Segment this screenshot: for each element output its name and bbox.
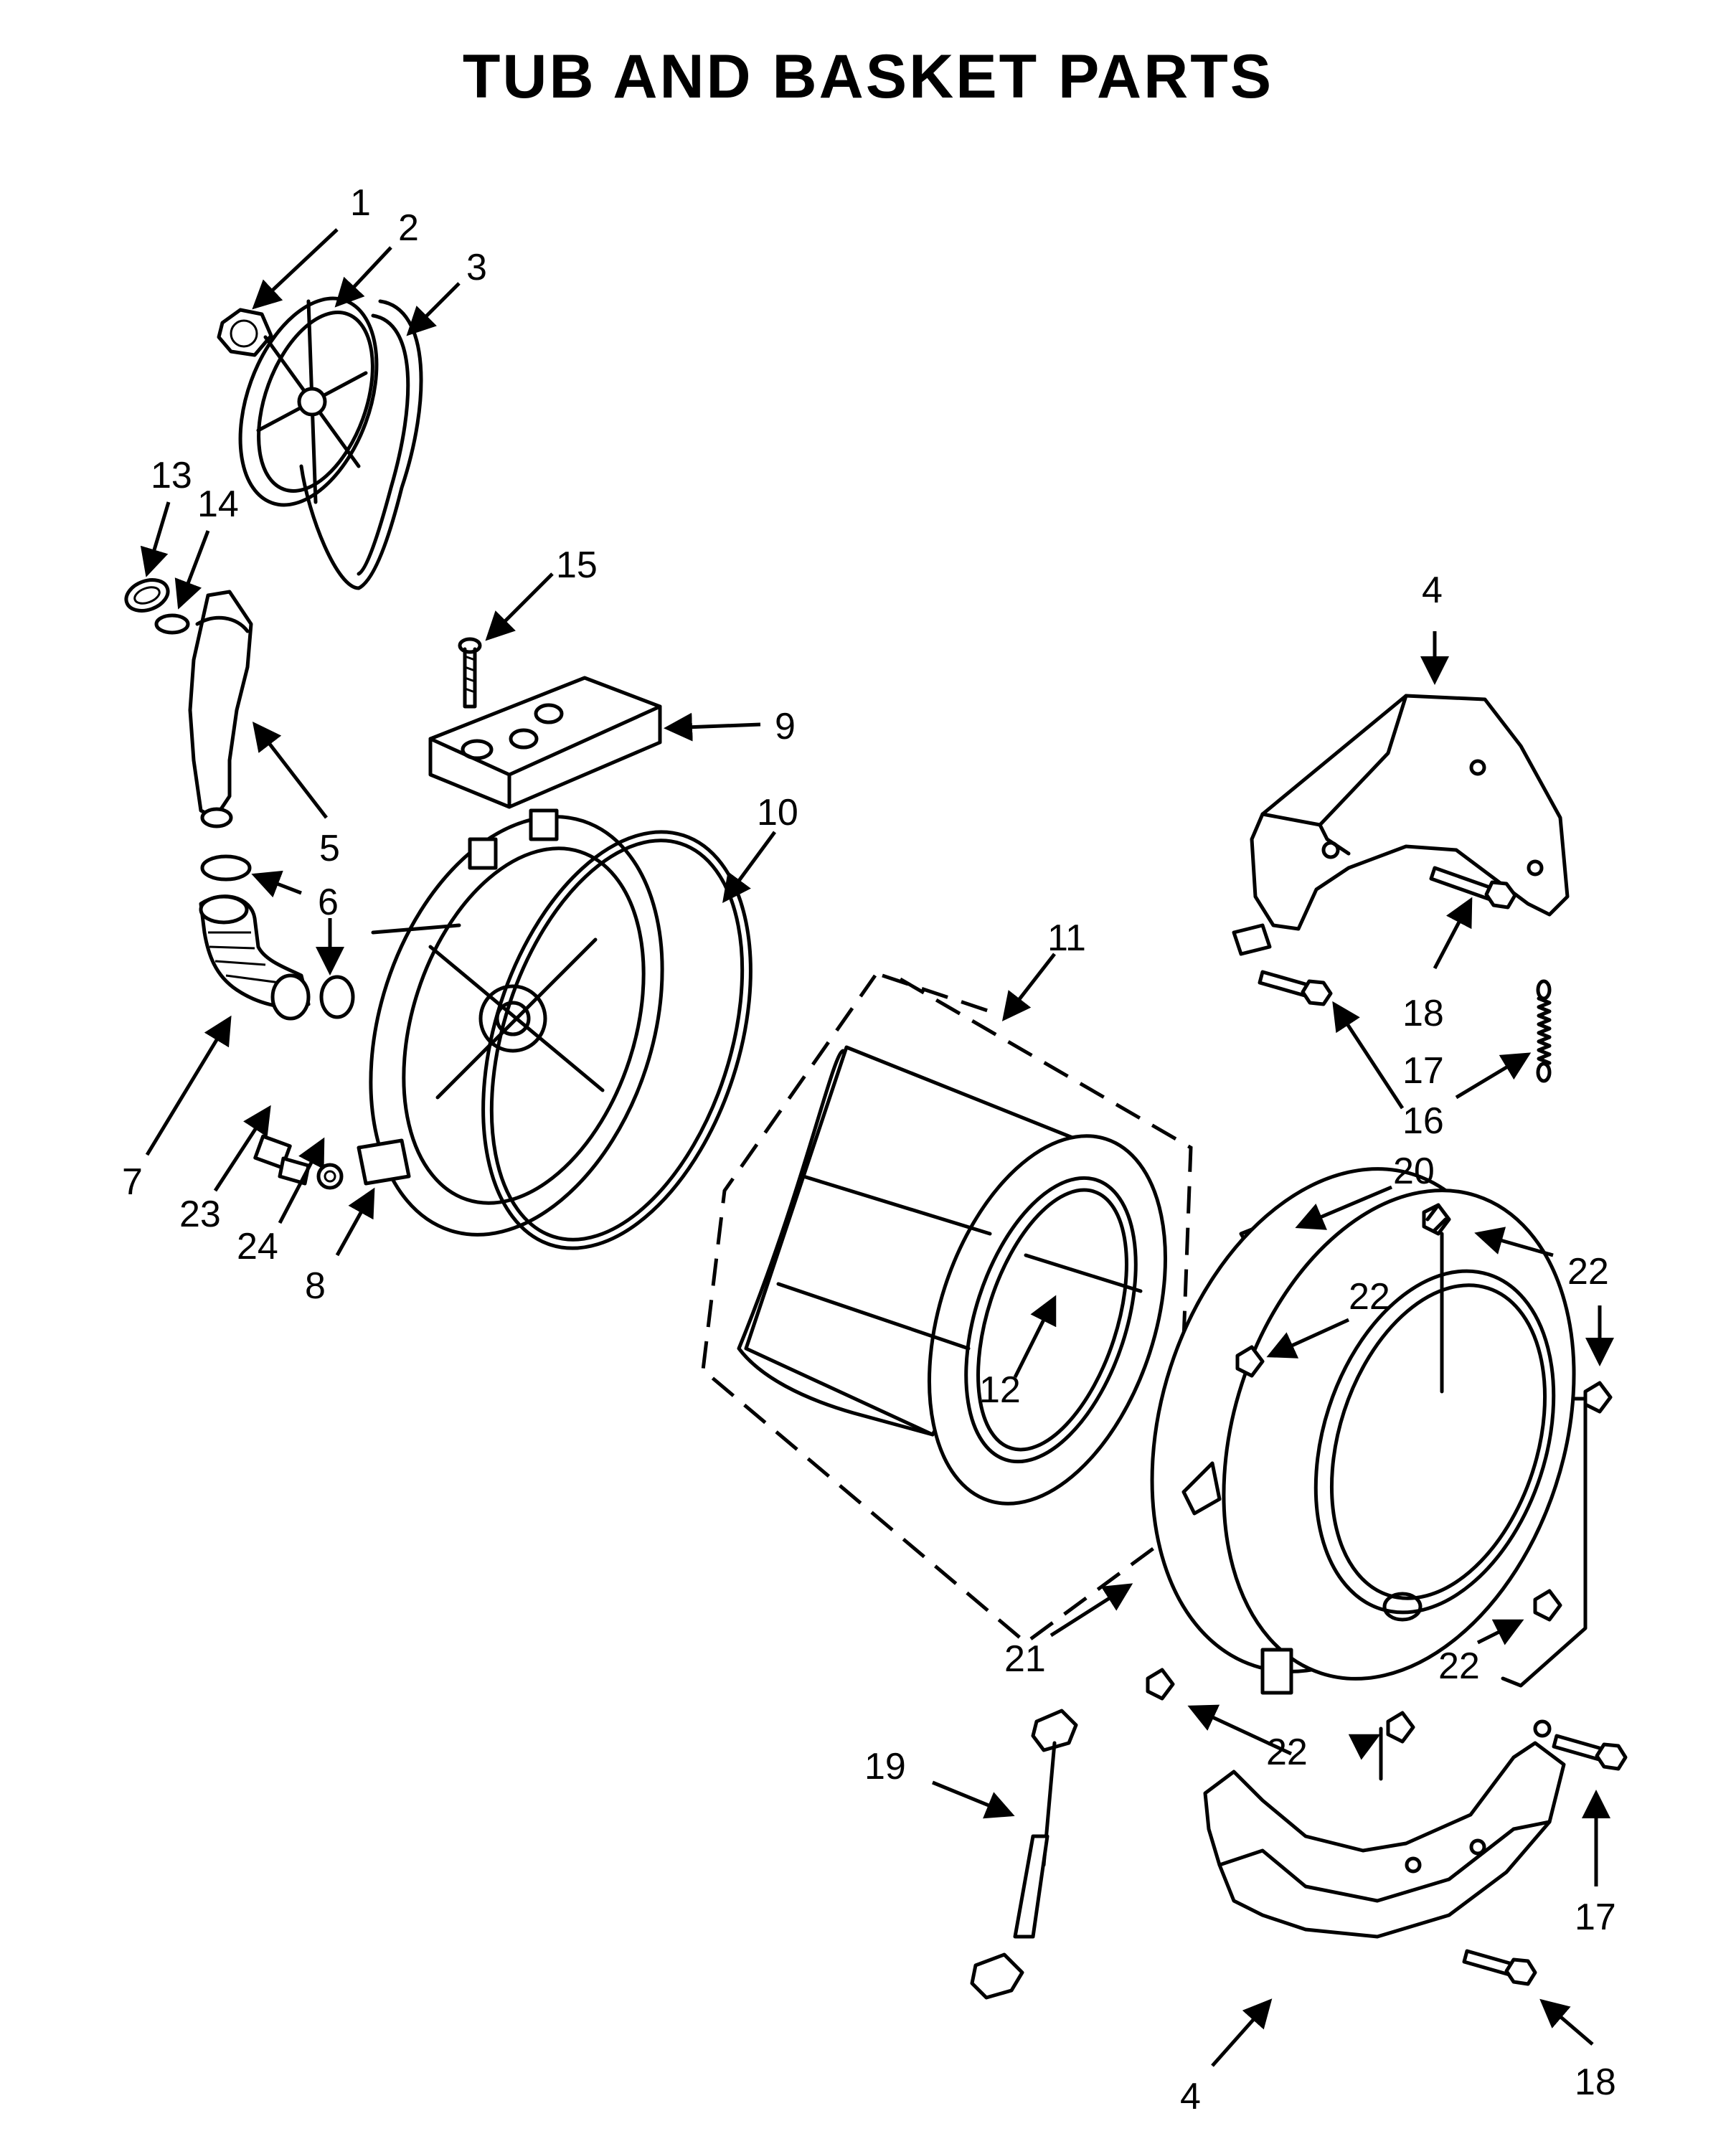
mount-part-22a: [1422, 1203, 1451, 1236]
callout-13: 13: [151, 455, 192, 496]
callout-15: 15: [556, 544, 598, 586]
callout-8: 8: [305, 1265, 326, 1307]
callout-1: 1: [350, 182, 371, 224]
rear-tub-part: [357, 808, 664, 1237]
callout-12: 12: [979, 1369, 1021, 1411]
tub-seal-part: [481, 830, 753, 1250]
callout-18-upper: 18: [1402, 993, 1444, 1034]
callout-labels: 1 2 3 4 4 5 6 7 8 9 10 11 12 13 14 15 16…: [122, 182, 1616, 2117]
counterweight-upper-part: [1232, 694, 1570, 956]
bolt-part-18b: [1462, 1949, 1537, 1986]
callout-22-a: 22: [1349, 1276, 1390, 1318]
callout-2: 2: [398, 207, 419, 249]
callout-19: 19: [864, 1746, 906, 1787]
drive-belt-part: [299, 299, 423, 590]
callout-21: 21: [1004, 1638, 1046, 1680]
callout-16: 16: [1402, 1100, 1444, 1142]
callout-22-b: 22: [1567, 1251, 1609, 1293]
diagram-title: TUB AND BASKET PARTS: [462, 42, 1274, 111]
counterweight-lower-part: [1203, 1719, 1566, 1939]
front-tub-part: [1150, 1167, 1576, 1695]
callout-18-lower: 18: [1575, 2061, 1616, 2103]
callout-20: 20: [1393, 1151, 1435, 1192]
hose-duct-part: [188, 590, 253, 828]
leader-lines: [140, 228, 1614, 2067]
drain-plug-part: [253, 1134, 311, 1186]
damper-part: [970, 1709, 1078, 2000]
o-ring-part: [154, 613, 190, 635]
bolt-part-17a: [1258, 970, 1333, 1006]
callout-9: 9: [775, 706, 796, 747]
mount-part-22b: [1235, 1345, 1265, 1378]
hose-clamp-part: [200, 854, 355, 1019]
callout-7: 7: [122, 1161, 143, 1203]
callout-24: 24: [237, 1226, 278, 1267]
bolt-part-17b: [1552, 1734, 1628, 1771]
callout-22-d: 22: [1266, 1732, 1308, 1773]
callout-10: 10: [757, 792, 798, 833]
spring-part: [1536, 979, 1552, 1083]
callout-5: 5: [319, 828, 340, 869]
callout-17-lower: 17: [1575, 1896, 1616, 1938]
mount-part-22c: [1583, 1381, 1613, 1414]
callout-14: 14: [197, 483, 239, 525]
mount-part-22d: [1533, 1589, 1562, 1622]
mount-part-22e: [1146, 1668, 1415, 1744]
callout-23: 23: [179, 1194, 221, 1235]
callout-4-lower: 4: [1180, 2076, 1201, 2117]
screw-part-15: [458, 637, 482, 709]
bracket-part: [428, 676, 662, 809]
clamp-part: [124, 578, 170, 613]
callout-4-upper: 4: [1422, 570, 1443, 611]
drain-hose-part: [199, 894, 311, 1021]
hex-nut-part: [217, 308, 273, 357]
basket-part: [701, 973, 1193, 1645]
bolt-part-18a: [1429, 866, 1517, 910]
callout-11: 11: [1047, 917, 1086, 959]
callout-22-c: 22: [1438, 1645, 1480, 1687]
callout-17-upper: 17: [1402, 1050, 1444, 1092]
callout-6: 6: [318, 882, 339, 923]
grommet-part: [316, 1163, 344, 1190]
pulley-part: [238, 296, 379, 507]
callout-3: 3: [466, 247, 487, 288]
